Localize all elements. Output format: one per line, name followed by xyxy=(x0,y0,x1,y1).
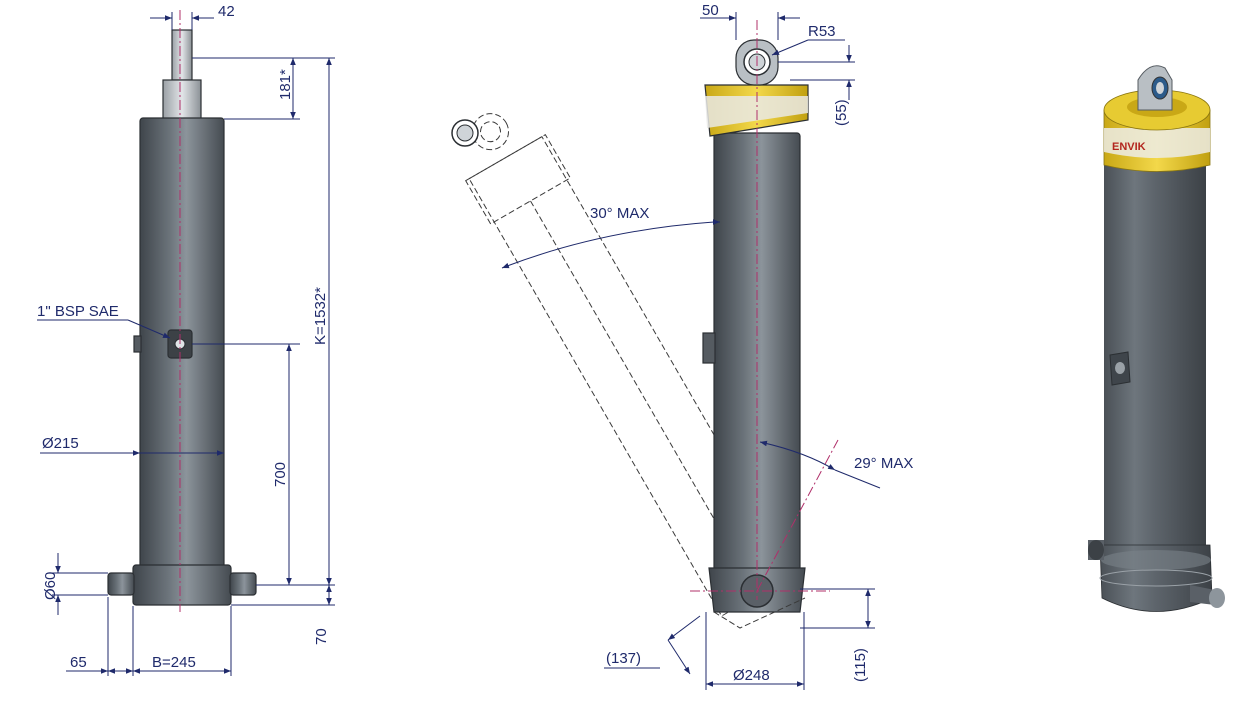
front-eye xyxy=(171,29,193,81)
dim-side-base-height: (115) xyxy=(852,648,869,682)
dim-front-trunnion-offset: 65 xyxy=(70,654,87,671)
iso-trunnion-right xyxy=(1190,585,1215,605)
dim-side-eye-radius: R53 xyxy=(808,23,836,40)
iso-view: ENVIK xyxy=(1088,65,1225,612)
dim-side-tilt-forward: 30° MAX xyxy=(590,205,649,222)
dim-side-base-diameter: Ø248 xyxy=(733,667,770,684)
front-trunnion-left xyxy=(107,572,135,596)
front-side-lug xyxy=(133,335,142,353)
side-port-lug xyxy=(702,332,716,364)
dim-front-closed-length: K=1532* xyxy=(312,287,329,345)
dim-front-bore-b: B=245 xyxy=(152,654,196,671)
dim-side-tilt-back: 29° MAX xyxy=(854,455,913,472)
dim-front-base-height: 70 xyxy=(313,628,330,645)
front-base-collar xyxy=(132,564,232,606)
dim-front-stroke-top: 181* xyxy=(277,69,294,100)
iso-brand-fragment: ENVIK xyxy=(1112,141,1146,153)
side-view: 50 R53 (55) 30° MAX 29° MAX (137) Ø248 xyxy=(451,2,913,690)
dim-side-pivot-offset: (137) xyxy=(606,650,641,667)
dim-side-eye-height: (55) xyxy=(833,99,850,126)
dim-side-eye-width: 50 xyxy=(702,2,719,19)
dim-front-eye-width: 42 xyxy=(218,3,235,20)
dim-front-body-diameter: Ø215 xyxy=(42,435,79,452)
dim-front-trunnion-diameter: Ø60 xyxy=(42,572,59,600)
dim-front-port-height: 700 xyxy=(272,462,289,487)
front-view: 42 181* K=1532* 700 1" BSP SAE Ø215 Ø60 xyxy=(37,3,335,676)
front-rod xyxy=(162,79,202,121)
front-trunnion-right xyxy=(229,572,257,596)
label-front-port: 1" BSP SAE xyxy=(37,303,119,320)
